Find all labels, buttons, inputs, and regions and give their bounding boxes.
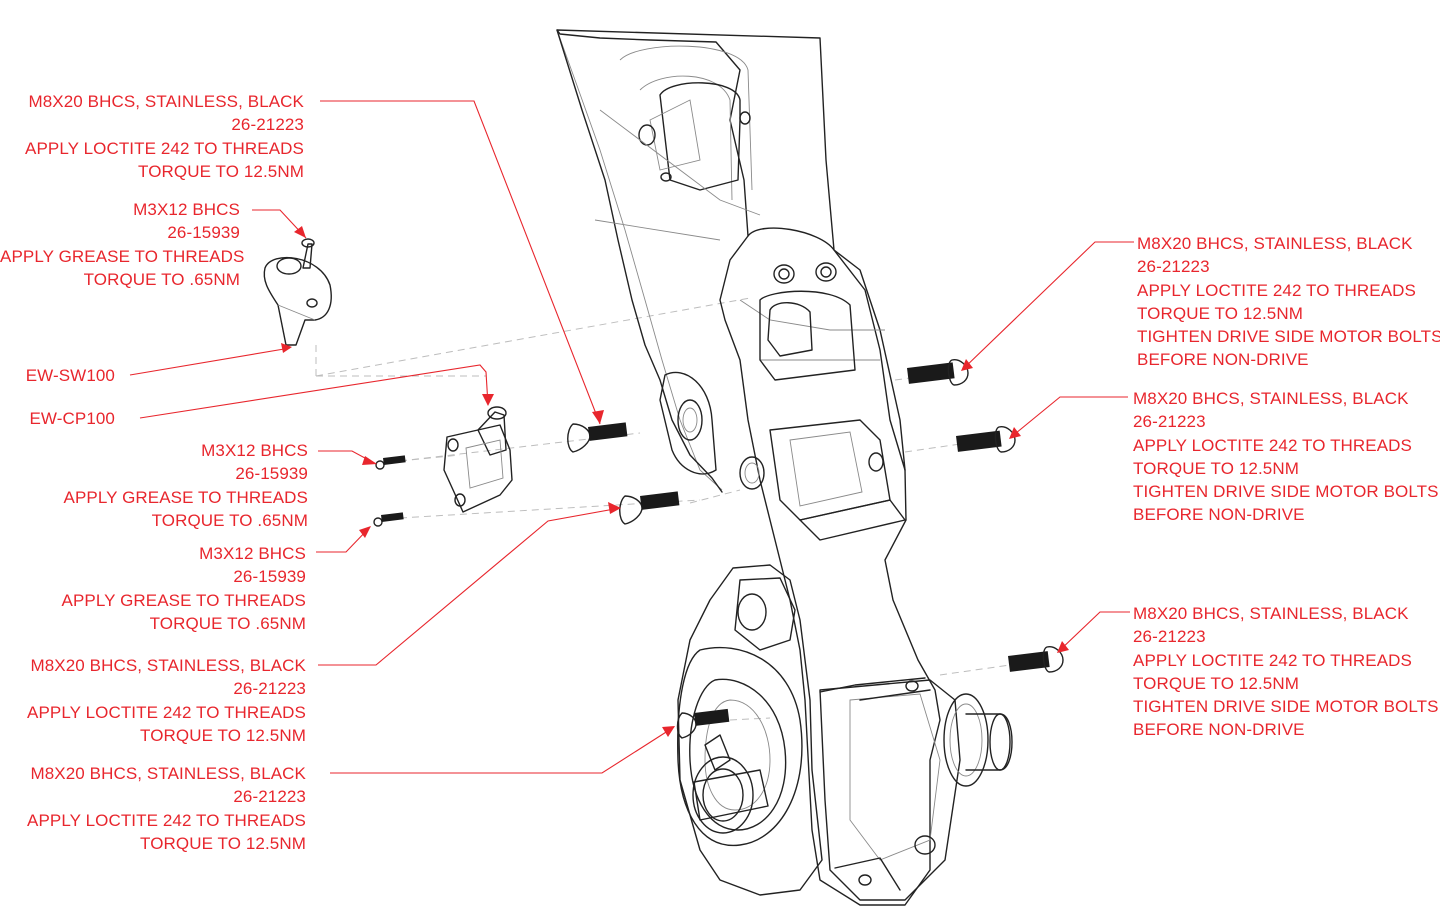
callout-line: M8X20 BHCS, STAINLESS, BLACK <box>1137 234 1413 253</box>
callout-line: TORQUE TO .65NM <box>83 269 240 289</box>
callout-line: APPLY LOCTITE 242 TO THREADS <box>1133 650 1412 670</box>
callout-m8-lower-left-2: M8X20 BHCS, STAINLESS, BLACK 26-21223 AP… <box>0 762 306 855</box>
callout-line: TORQUE TO 12.5NM <box>140 725 306 745</box>
callout-line: 26-21223 <box>233 787 306 807</box>
bolt-m8-right-1 <box>907 359 969 386</box>
projection-lines <box>315 297 1011 721</box>
callout-line: M3X12 BHCS <box>133 200 240 219</box>
callout-line: M8X20 BHCS, STAINLESS, BLACK <box>28 92 304 111</box>
callout-line: APPLY LOCTITE 242 TO THREADS <box>1137 280 1416 300</box>
drive-motor <box>677 564 1013 901</box>
callout-line: APPLY LOCTITE 242 TO THREADS <box>25 138 304 158</box>
callout-line: BEFORE NON-DRIVE <box>1133 505 1305 525</box>
leader-lines <box>129 100 1134 774</box>
callout-line: M8X20 BHCS, STAINLESS, BLACK <box>1133 389 1409 408</box>
callout-line: 26-21223 <box>231 115 304 135</box>
bolt-m3-lower <box>373 512 404 527</box>
callout-m3-lower: M3X12 BHCS 26-15939 APPLY GREASE TO THRE… <box>0 542 306 635</box>
callout-line: M8X20 BHCS, STAINLESS, BLACK <box>30 764 306 783</box>
callout-line: APPLY LOCTITE 242 TO THREADS <box>1133 435 1412 455</box>
callout-m3-switch: M3X12 BHCS 26-15939 APPLY GREASE TO THRE… <box>0 198 245 291</box>
callout-line: 26-15939 <box>233 567 306 587</box>
callout-m8-right-3: M8X20 BHCS, STAINLESS, BLACK 26-21223 AP… <box>1133 602 1439 742</box>
callout-line: 26-15939 <box>167 223 240 243</box>
callout-line: APPLY GREASE TO THREADS <box>63 487 308 507</box>
callout-line: TIGHTEN DRIVE SIDE MOTOR BOLTS <box>1137 327 1440 347</box>
callout-line: TORQUE TO 12.5NM <box>140 833 306 853</box>
callout-m8-right-2: M8X20 BHCS, STAINLESS, BLACK 26-21223 AP… <box>1133 387 1439 527</box>
callout-line: APPLY GREASE TO THREADS <box>61 590 306 610</box>
callout-line: 26-21223 <box>233 679 306 699</box>
callout-m8-top-left: M8X20 BHCS, STAINLESS, BLACK 26-21223 AP… <box>0 90 304 183</box>
callout-line: APPLY LOCTITE 242 TO THREADS <box>27 702 306 722</box>
callout-line: 26-21223 <box>1133 412 1206 432</box>
switch-part <box>263 238 332 346</box>
callout-line: M3X12 BHCS <box>201 441 308 460</box>
cable-port-part <box>443 406 513 513</box>
callout-line: BEFORE NON-DRIVE <box>1133 720 1305 740</box>
bolt-m8-right-3 <box>1008 646 1064 673</box>
callout-line: 26-21223 <box>1137 257 1210 277</box>
bolt-m8-left-1 <box>567 422 628 453</box>
callout-line: 26-15939 <box>235 464 308 484</box>
bolt-m8-right-2 <box>956 426 1016 453</box>
callout-line: TORQUE TO 12.5NM <box>1137 303 1303 323</box>
callout-line: M8X20 BHCS, STAINLESS, BLACK <box>1133 604 1409 623</box>
callout-line: M8X20 BHCS, STAINLESS, BLACK <box>30 656 306 675</box>
callout-line: TORQUE TO 12.5NM <box>1133 458 1299 478</box>
callout-line: APPLY LOCTITE 242 TO THREADS <box>27 810 306 830</box>
bolt-m3-upper <box>375 455 406 470</box>
callout-ew-sw100: EW-SW100 <box>0 364 115 387</box>
bolt-m8-left-2 <box>619 491 680 525</box>
callout-line: TORQUE TO .65NM <box>151 510 308 530</box>
callout-m8-right-1: M8X20 BHCS, STAINLESS, BLACK 26-21223 AP… <box>1137 232 1440 372</box>
frame-body <box>556 29 941 906</box>
callout-line: TIGHTEN DRIVE SIDE MOTOR BOLTS <box>1133 697 1439 717</box>
callout-line: BEFORE NON-DRIVE <box>1137 350 1309 370</box>
bolts <box>373 359 1064 739</box>
callout-line: TIGHTEN DRIVE SIDE MOTOR BOLTS <box>1133 482 1439 502</box>
callout-line: EW-CP100 <box>29 409 115 428</box>
callout-line: TORQUE TO .65NM <box>149 613 306 633</box>
callout-ew-cp100: EW-CP100 <box>0 407 115 430</box>
callout-line: TORQUE TO 12.5NM <box>138 161 304 181</box>
bolt-m8-motor-left <box>676 708 730 739</box>
callout-line: 26-21223 <box>1133 627 1206 647</box>
callout-line: APPLY GREASE TO THREADS <box>0 246 245 266</box>
callout-line: TORQUE TO 12.5NM <box>1133 673 1299 693</box>
callout-m8-lower-left-1: M8X20 BHCS, STAINLESS, BLACK 26-21223 AP… <box>0 654 306 747</box>
callout-m3-upper: M3X12 BHCS 26-15939 APPLY GREASE TO THRE… <box>0 439 308 532</box>
callout-line: EW-SW100 <box>25 366 115 385</box>
callout-line: M3X12 BHCS <box>199 544 306 563</box>
